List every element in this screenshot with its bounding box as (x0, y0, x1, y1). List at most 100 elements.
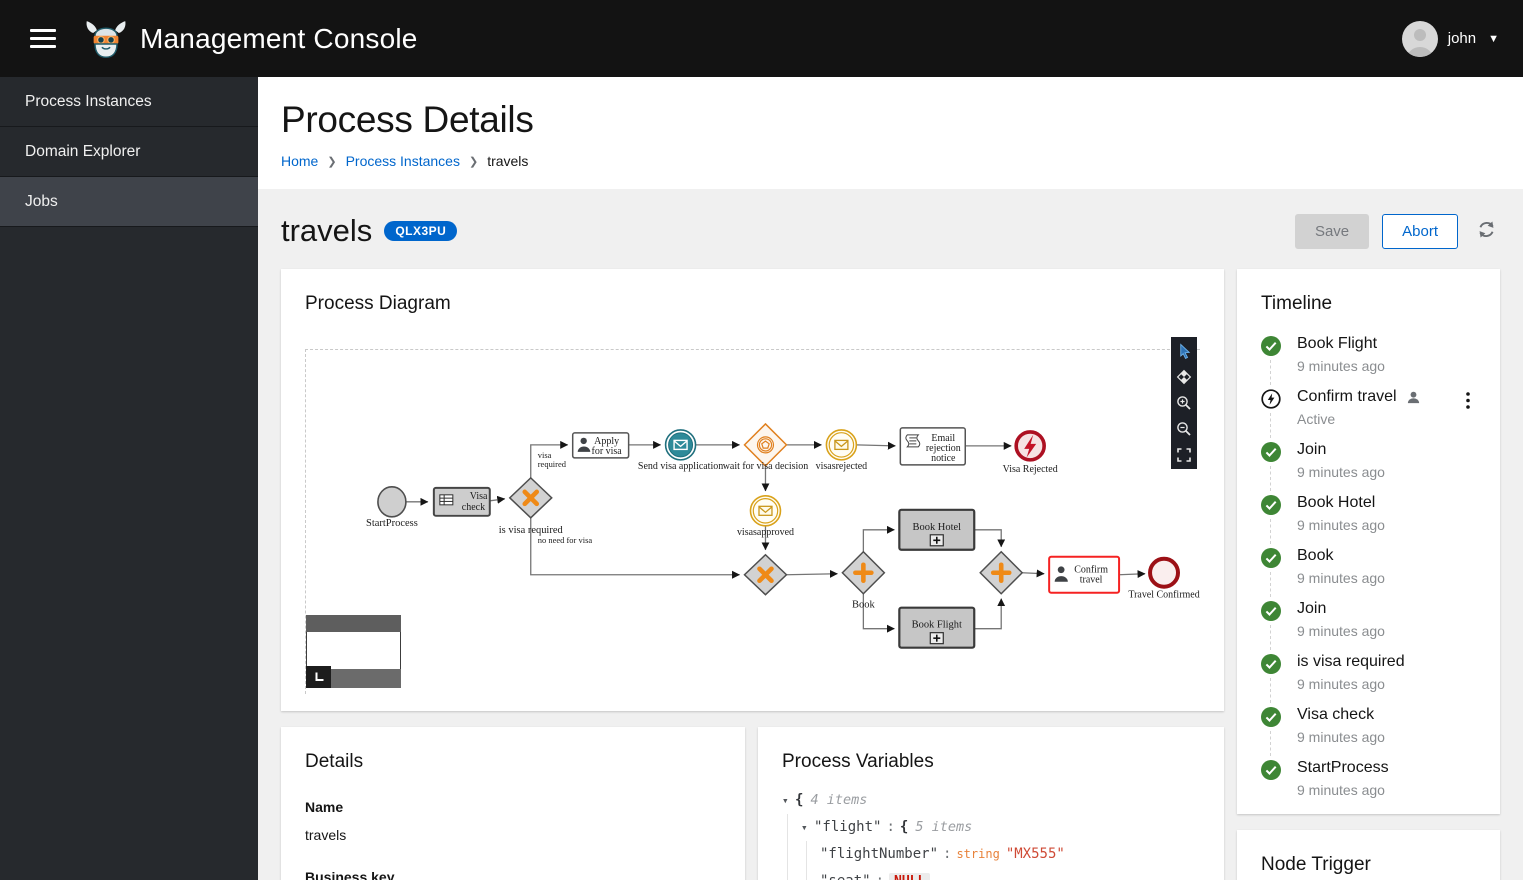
exclusive-gateway-icon (522, 489, 540, 507)
bpmn-canvas[interactable]: visa required no need for visa StartProc… (305, 349, 1200, 694)
svg-text:Book: Book (852, 600, 875, 611)
breadcrumb-process-instances-link[interactable]: Process Instances (345, 153, 460, 169)
check-circle-icon (1261, 760, 1281, 780)
svg-text:Book Flight: Book Flight (912, 620, 962, 631)
zoom-in-icon[interactable] (1175, 394, 1193, 412)
name-value: travels (305, 827, 347, 843)
message-icon (673, 439, 688, 451)
kebab-menu-button[interactable] (1462, 390, 1474, 414)
node-trigger-title: Node Trigger (1261, 854, 1371, 875)
bpmn-node-travel-confirmed: Travel Confirmed (1128, 556, 1200, 601)
sync-icon (1479, 221, 1494, 238)
svg-text:check: check (462, 502, 485, 513)
bpmn-node-book-hotel: Book Hotel (898, 508, 976, 551)
null-badge: NULL (889, 873, 931, 880)
save-button[interactable]: Save (1294, 213, 1370, 249)
message-icon (834, 439, 849, 451)
minimap-preview (306, 632, 401, 669)
json-flightnumber-row: "flightNumber":string"MX555" (820, 846, 1065, 862)
error-icon (1024, 434, 1037, 458)
svg-text:notice: notice (931, 453, 956, 464)
check-circle-icon (1261, 442, 1281, 462)
event-gateway-icon (756, 436, 775, 454)
sidebar: Process Instances Domain Explorer Jobs (0, 77, 258, 880)
timeline-item: is visa required 9 minutes ago (1261, 653, 1476, 703)
timeline-item: Join 9 minutes ago (1261, 441, 1476, 491)
check-circle-icon (1261, 336, 1281, 356)
menu-toggle-button[interactable] (24, 18, 62, 59)
details-card: Details Name travels Business key (281, 727, 745, 880)
message-icon (758, 505, 773, 516)
parallel-gateway-icon (853, 562, 874, 584)
bpmn-node-book-flight: Book Flight (898, 606, 976, 649)
main-content: Process Details Home ❯ Process Instances… (258, 77, 1523, 880)
bpmn-node-email-rejection-notice: Email rejection notice (899, 427, 967, 466)
business-rule-icon (439, 494, 454, 506)
sidebar-item-process-instances[interactable]: Process Instances (0, 77, 258, 127)
process-diagram-title: Process Diagram (305, 293, 451, 314)
json-root-row: ▾{4 items (782, 787, 1200, 814)
exclusive-gateway-icon (757, 566, 774, 584)
brand: Management Console (84, 18, 418, 59)
json-tree: ▾{4 items ▾"flight":{5 items "flightNumb… (782, 787, 1200, 880)
select-cursor-icon[interactable] (1175, 342, 1193, 360)
svg-text:visasapproved: visasapproved (737, 527, 794, 538)
collapse-caret-icon[interactable]: ▾ (801, 821, 808, 834)
instance-id-badge: QLX3PU (384, 221, 458, 241)
timeline-item: Book Flight 9 minutes ago (1261, 335, 1476, 385)
subprocess-plus-icon (929, 534, 944, 547)
bpmn-node-visa-rejected: Visa Rejected (1003, 430, 1058, 475)
breadcrumb-current: travels (487, 153, 529, 169)
minimap-header (306, 615, 401, 632)
bpmn-node-send-visa-application: Send visa application (638, 429, 723, 472)
bpmn-node-visasrejected: visasrejected (816, 429, 867, 472)
expand-corner-icon (315, 672, 323, 681)
fit-viewport-icon[interactable] (1175, 446, 1193, 464)
edge-label-visa-required: visa (538, 450, 552, 460)
zoom-out-icon[interactable] (1175, 420, 1193, 438)
brand-logo-icon (86, 21, 126, 59)
svg-text:Travel Confirmed: Travel Confirmed (1128, 590, 1199, 601)
svg-text:required: required (538, 459, 567, 469)
breadcrumb-separator-icon: ❯ (468, 155, 479, 168)
json-flight-row: ▾"flight":{5 items (801, 814, 1200, 841)
svg-text:for visa: for visa (592, 446, 623, 457)
breadcrumb-separator-icon: ❯ (327, 155, 337, 168)
sidebar-item-domain-explorer[interactable]: Domain Explorer (0, 127, 258, 177)
chevron-down-icon: ▼ (1488, 32, 1499, 45)
bpmn-gateway-join (979, 550, 1024, 595)
breadcrumb-home-link[interactable]: Home (281, 153, 319, 169)
sidebar-item-jobs[interactable]: Jobs (0, 177, 258, 227)
script-task-icon (905, 434, 921, 448)
abort-button[interactable]: Abort (1382, 213, 1458, 249)
title-band: Process Details Home ❯ Process Instances… (258, 77, 1523, 189)
page-title: Process Details (281, 99, 534, 140)
active-node-icon (1261, 389, 1281, 409)
masthead: Management Console john ▼ (0, 0, 1523, 77)
svg-text:Send visa application: Send visa application (638, 461, 723, 472)
process-variables-title: Process Variables (782, 751, 934, 772)
process-variables-card: Process Variables ▾{4 items ▾"flight":{5… (758, 727, 1224, 880)
user-menu[interactable]: john ▼ (1401, 20, 1499, 57)
business-key-label: Business key (305, 869, 395, 880)
details-title: Details (305, 751, 364, 772)
svg-text:Visa: Visa (470, 491, 488, 502)
avatar (1401, 20, 1438, 57)
hamburger-icon (30, 29, 56, 32)
pan-icon[interactable] (1175, 368, 1193, 386)
timeline-item: Visa check 9 minutes ago (1261, 706, 1476, 756)
refresh-button[interactable] (1473, 216, 1500, 246)
timeline-item: Book 9 minutes ago (1261, 547, 1476, 597)
minimap-toggle-button[interactable] (306, 666, 331, 688)
timeline-item-active: Confirm travel Active (1261, 388, 1476, 438)
user-task-icon (1054, 566, 1068, 582)
parallel-gateway-icon (990, 562, 1012, 584)
diagram-minimap[interactable] (306, 615, 401, 688)
kebab-icon (1466, 392, 1470, 409)
bpmn-gateway-merge (743, 553, 788, 596)
edge-label-no-need-for-visa: no need for visa (538, 535, 593, 545)
collapse-caret-icon[interactable]: ▾ (782, 794, 789, 807)
svg-text:rejection: rejection (926, 443, 961, 454)
check-circle-icon (1261, 707, 1281, 727)
subprocess-plus-icon (929, 632, 944, 645)
